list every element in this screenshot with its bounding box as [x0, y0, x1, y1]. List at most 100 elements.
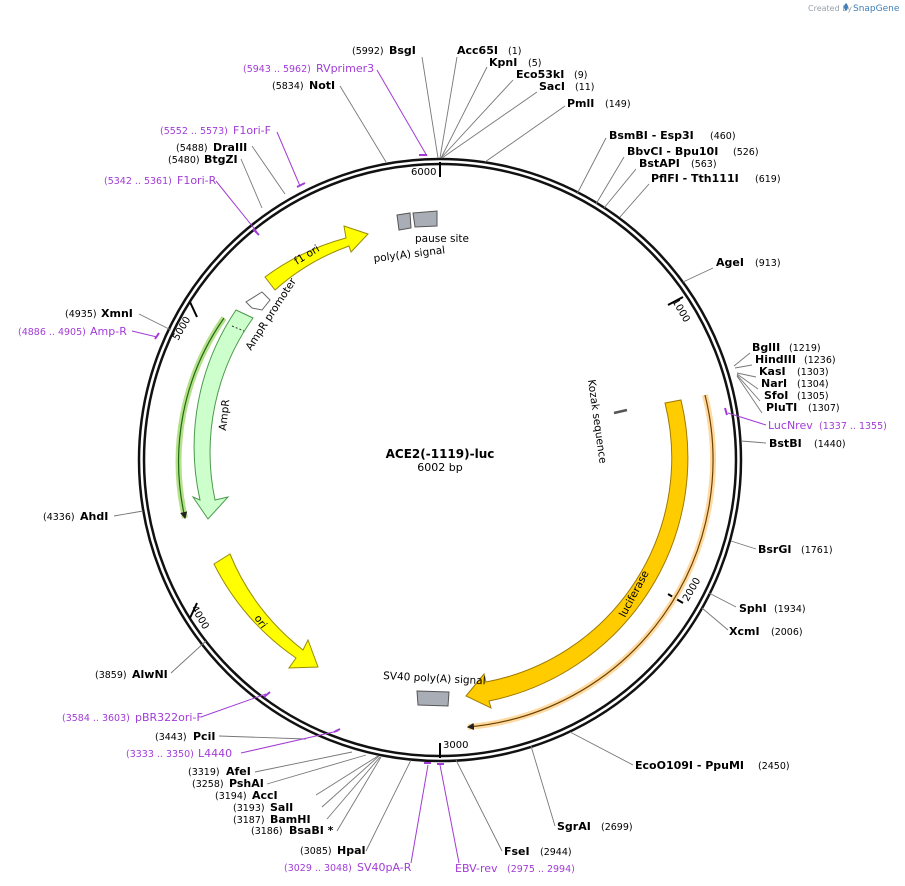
svg-text:AgeI: AgeI	[716, 256, 744, 269]
svg-text:(5552 .. 5573): (5552 .. 5573)	[160, 126, 228, 137]
svg-text:BsaBI *: BsaBI *	[289, 824, 334, 837]
svg-text:SalI: SalI	[270, 801, 293, 814]
site-pshai: (3258)PshAI	[192, 777, 264, 790]
ampr-promoter-label: AmpR promoter	[243, 276, 299, 353]
site-pluti: PluTI(1307)	[766, 401, 840, 414]
site-bamhi: (3187) BamHI	[233, 813, 311, 826]
polya-signal-label: poly(A) signal	[373, 244, 446, 265]
svg-text:(5): (5)	[528, 58, 541, 69]
svg-text:(1219): (1219)	[789, 343, 821, 354]
svg-text:(5480): (5480)	[168, 155, 200, 166]
feature-ampr-promoter: AmpR promoter	[243, 276, 299, 353]
site-hindiii: HindIII(1236)	[755, 353, 836, 366]
site-alwni: (3859) AlwNI	[95, 668, 168, 681]
plasmid-name: ACE2(-1119)-luc	[386, 447, 495, 461]
credit-prefix: Created by	[808, 4, 852, 13]
svg-text:SphI: SphI	[739, 602, 767, 615]
site-pflfi: PflFI - Tth111I(619)	[651, 172, 781, 185]
svg-text:(563): (563)	[691, 159, 717, 170]
svg-text:(3859): (3859)	[95, 670, 127, 681]
svg-text:AccI: AccI	[252, 789, 278, 802]
site-fsei: FseI(2944)	[504, 845, 572, 858]
svg-text:SacI: SacI	[539, 80, 565, 93]
svg-text:(1303): (1303)	[797, 367, 829, 378]
svg-text:(149): (149)	[605, 99, 631, 110]
site-sali: (3193) SalI	[233, 801, 293, 814]
luciferase-primer-arrow	[466, 394, 714, 731]
svg-text:(1440): (1440)	[814, 439, 846, 450]
site-bglii: BglII (1219)	[752, 341, 821, 354]
snapgene-logo-icon	[844, 3, 848, 11]
svg-text:(4336): (4336)	[43, 512, 75, 523]
ampr-label: AmpR	[217, 399, 232, 431]
site-acci: (3194) AccI	[215, 789, 278, 802]
primer-sv40pa-r: (3029 .. 3048)SV40pA-R	[284, 861, 412, 874]
svg-text:AhdI: AhdI	[80, 510, 108, 523]
svg-text:NarI: NarI	[761, 377, 787, 390]
svg-text:(3193): (3193)	[233, 803, 265, 814]
site-draiii: (5488)DraIII	[176, 141, 247, 154]
svg-text:(1): (1)	[508, 46, 521, 57]
svg-text:BglII: BglII	[752, 341, 780, 354]
primer-leaders	[131, 69, 767, 864]
svg-text:PmlI: PmlI	[567, 97, 594, 110]
svg-text:(1307): (1307)	[808, 403, 840, 414]
site-sphi: SphI (1934)	[739, 602, 806, 615]
feature-luciferase: luciferase	[465, 399, 689, 709]
svg-text:NotI: NotI	[309, 79, 335, 92]
primer-f1ori-f: (5552 .. 5573)F1ori-F	[160, 124, 271, 137]
svg-text:PshAI: PshAI	[229, 777, 264, 790]
plasmid-size: 6002 bp	[417, 461, 462, 474]
site-kpni: KpnI (5)	[489, 56, 541, 69]
svg-text:(1236): (1236)	[804, 355, 836, 366]
svg-text:(3029 .. 3048): (3029 .. 3048)	[284, 863, 352, 874]
svg-text:BamHI: BamHI	[270, 813, 311, 826]
svg-text:(5943 .. 5962): (5943 .. 5962)	[243, 64, 311, 75]
svg-text:(3085): (3085)	[300, 846, 332, 857]
svg-text:(2699): (2699)	[601, 822, 633, 833]
site-bsrgi: BsrGI (1761)	[758, 543, 833, 556]
svg-text:PciI: PciI	[193, 730, 215, 743]
feature-sv40-polya: SV40 poly(A) signal	[383, 670, 486, 707]
svg-text:(913): (913)	[755, 258, 781, 269]
svg-text:AlwNI: AlwNI	[132, 668, 168, 681]
site-sfoi: SfoI(1305)	[764, 389, 829, 402]
svg-text:Eco53kI: Eco53kI	[516, 68, 564, 81]
svg-text:BsgI: BsgI	[389, 44, 416, 57]
svg-text:(3194): (3194)	[215, 791, 247, 802]
svg-text:(1761): (1761)	[801, 545, 833, 556]
svg-text:(1304): (1304)	[797, 379, 829, 390]
site-hpai: (3085)HpaI	[300, 844, 366, 857]
svg-text:(3186): (3186)	[251, 826, 283, 837]
site-eco53ki: Eco53kI(9)	[516, 68, 587, 81]
site-bstapi: BstAPI(563)	[639, 157, 717, 170]
svg-text:EBV-rev: EBV-rev	[455, 862, 498, 875]
svg-text:(5834): (5834)	[272, 81, 304, 92]
svg-text:(1934): (1934)	[774, 604, 806, 615]
feature-ori: ori	[213, 553, 319, 669]
primer-rvprimer3: (5943 .. 5962) RVprimer3	[243, 62, 374, 75]
svg-text:BtgZI: BtgZI	[204, 153, 238, 166]
svg-text:RVprimer3: RVprimer3	[316, 62, 374, 75]
site-bsmbi: BsmBI - Esp3I(460)	[609, 129, 736, 142]
svg-text:(3187): (3187)	[233, 815, 265, 826]
feature-kozak: Kozak sequence	[585, 379, 628, 464]
site-bsgi: (5992)BsgI	[352, 44, 416, 57]
site-kasi: KasI(1303)	[759, 365, 829, 378]
svg-text:KpnI: KpnI	[489, 56, 517, 69]
svg-text:(619): (619)	[755, 174, 781, 185]
svg-text:BsrGI: BsrGI	[758, 543, 791, 556]
svg-text:XmnI: XmnI	[101, 307, 133, 320]
pause-site-label: pause site	[415, 233, 469, 245]
svg-text:pBR322ori-F: pBR322ori-F	[135, 711, 203, 724]
site-leaders	[113, 56, 767, 852]
svg-text:SgrAI: SgrAI	[557, 820, 591, 833]
primer-pbr322ori-f: (3584 .. 3603)pBR322ori-F	[62, 711, 203, 724]
site-xcmi: XcmI(2006)	[729, 625, 803, 638]
sv40-polya-label: SV40 poly(A) signal	[383, 670, 486, 687]
feature-pause-site: pause site poly(A) signal	[373, 210, 469, 265]
svg-text:DraIII: DraIII	[213, 141, 247, 154]
primer-lucnrev: LucNrev(1337 .. 1355)	[768, 419, 887, 432]
primer-f1ori-r: (5342 .. 5361)F1ori-R	[104, 174, 217, 187]
